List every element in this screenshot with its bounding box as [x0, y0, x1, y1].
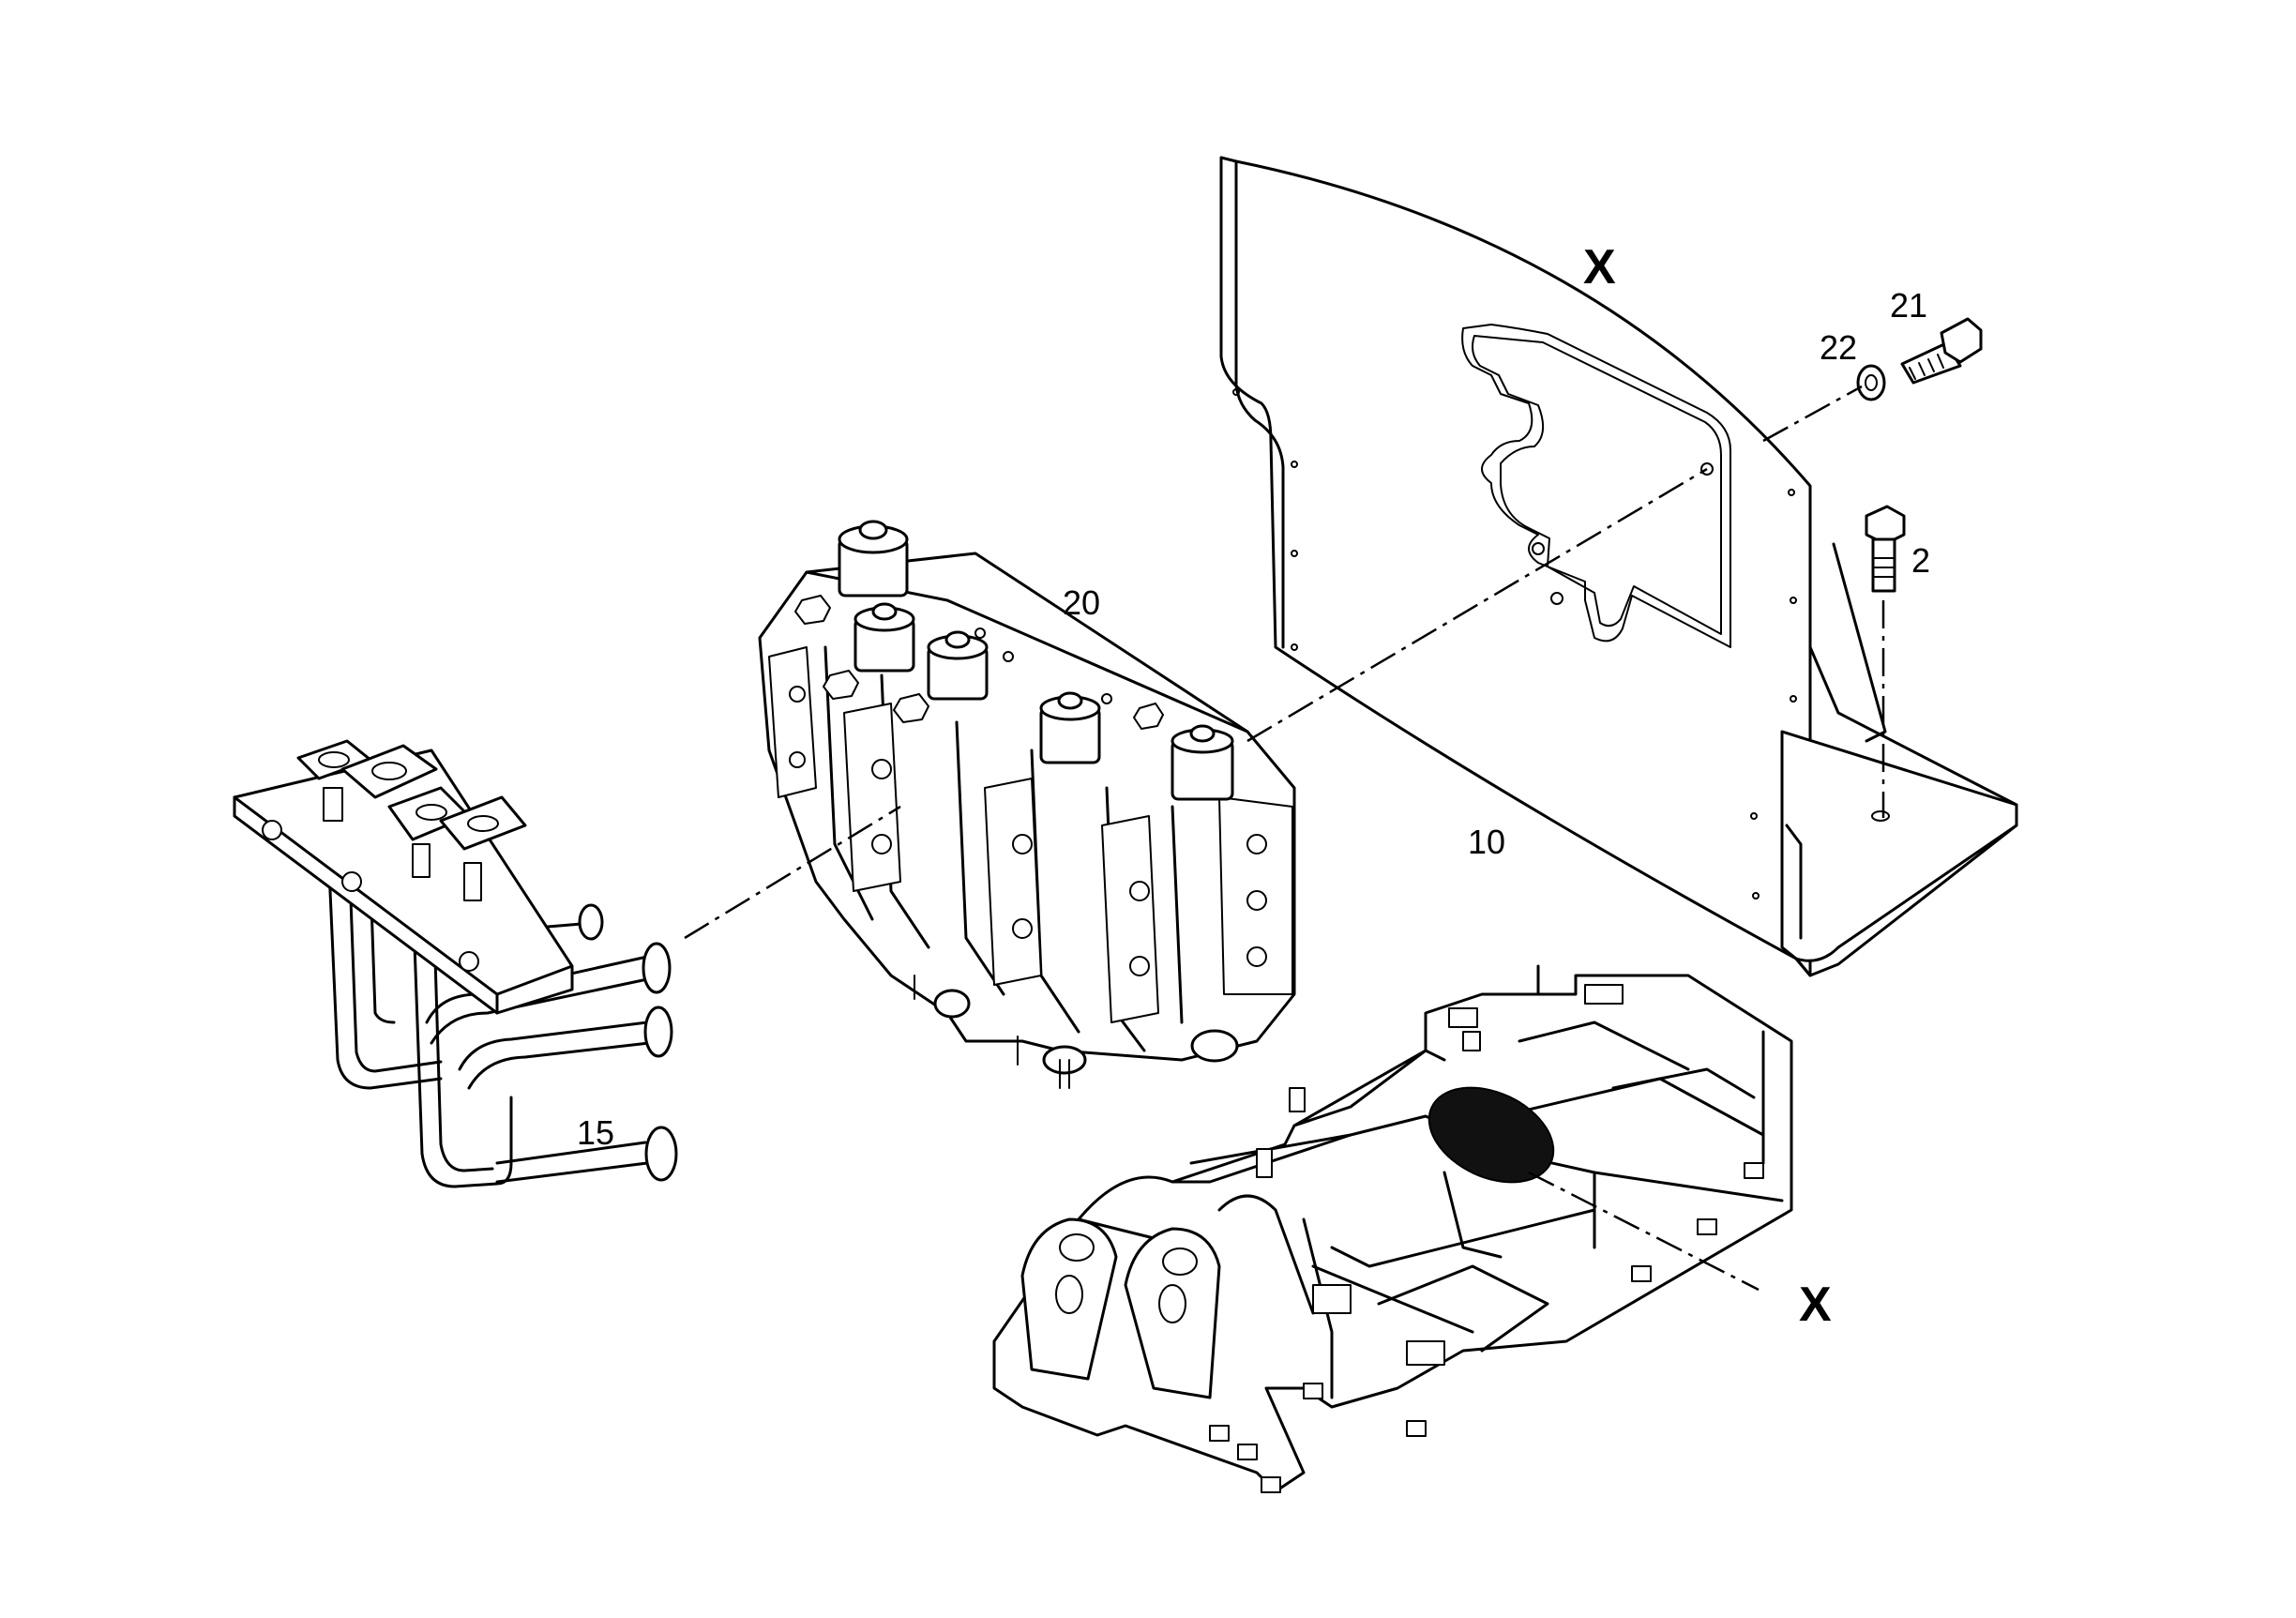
base-frame — [992, 964, 1793, 1493]
tube-assembly-part-15 — [233, 739, 678, 1188]
flange-plate — [439, 795, 527, 851]
control-valve-part-20 — [758, 520, 1296, 1089]
solenoid-cap — [927, 630, 989, 701]
solenoid-cap — [853, 602, 915, 673]
solenoid-cap — [1039, 691, 1101, 764]
label-part-22: 22 — [1820, 328, 1857, 367]
label-part-10: 10 — [1468, 823, 1505, 861]
assembly-center-lines — [684, 385, 1885, 1292]
label-part-15: 15 — [577, 1113, 614, 1152]
mounting-plate-part-10 — [1219, 156, 2018, 977]
flange-plate — [387, 786, 471, 841]
view-marker-x-bottom: X — [1799, 1278, 1832, 1332]
flange-plate — [340, 744, 438, 799]
bolt-part-21 — [1900, 317, 1983, 385]
mounting-pad — [1209, 1162, 1764, 1493]
washer-part-22 — [1856, 364, 1886, 401]
bolt-part-2 — [1865, 505, 1906, 593]
solenoid-cap — [838, 520, 909, 597]
label-part-2: 2 — [1911, 541, 1930, 580]
label-part-20: 20 — [1063, 583, 1100, 622]
label-part-21: 21 — [1890, 286, 1927, 325]
view-marker-x-top: X — [1583, 240, 1616, 295]
solenoid-cap — [1171, 724, 1234, 801]
